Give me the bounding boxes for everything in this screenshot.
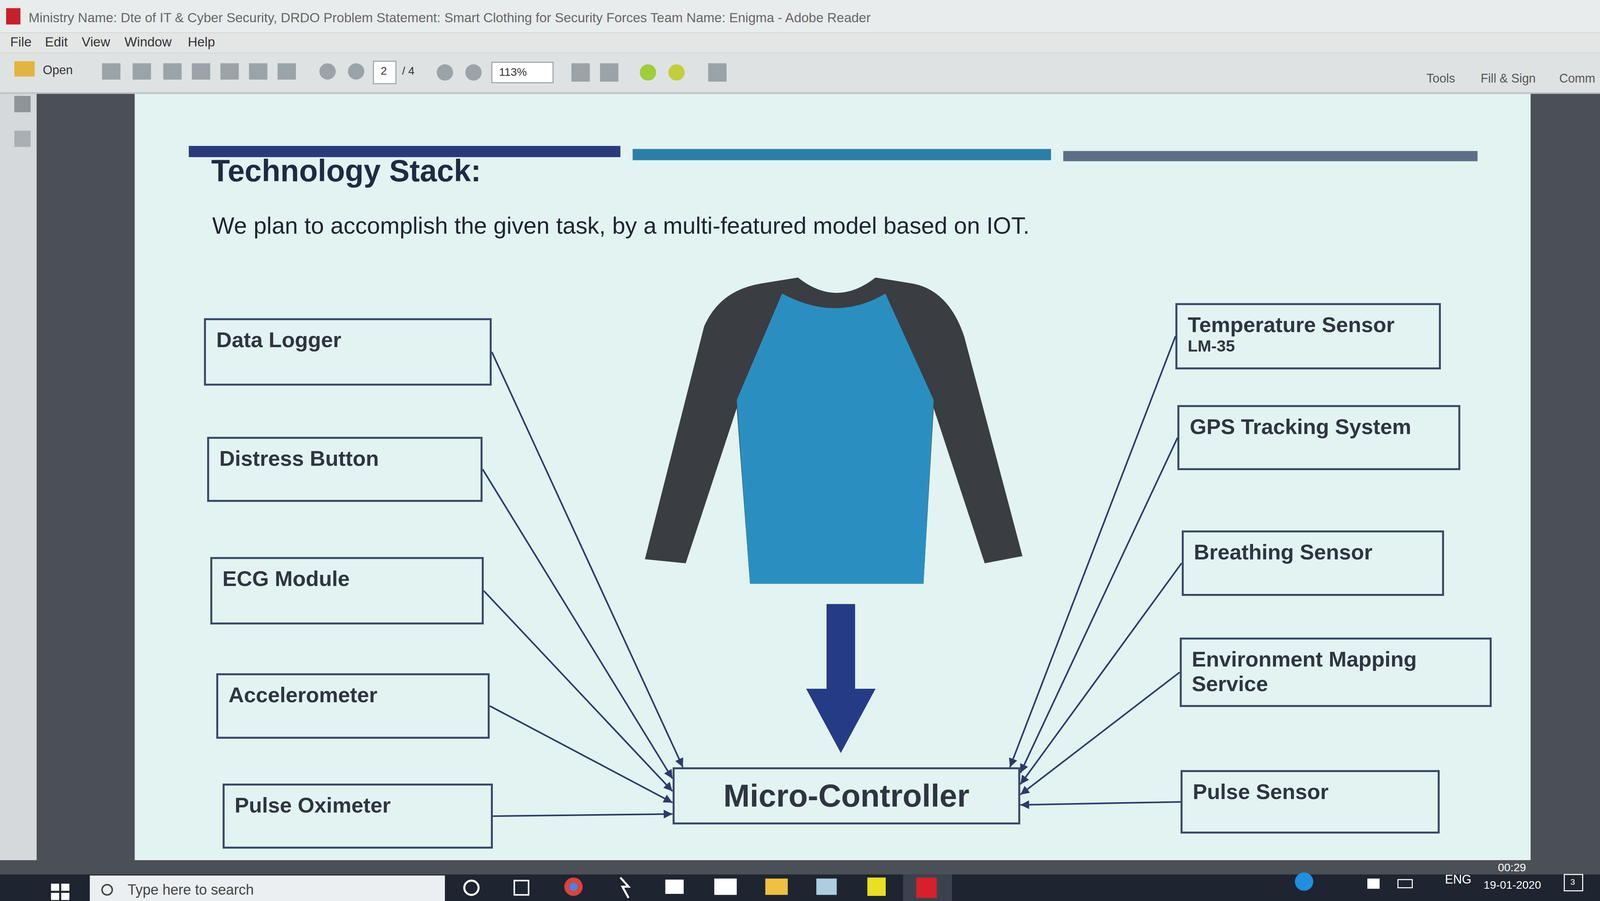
taskbar: [0, 874, 1600, 901]
folder-icon: [14, 61, 35, 77]
component-box: Temperature SensorLM-35: [1175, 303, 1441, 370]
notification-count: 3: [1570, 877, 1575, 887]
toolbar-tab: Comm: [1559, 71, 1596, 86]
box-label: Micro-Controller: [723, 777, 970, 815]
box-label: Accelerometer: [228, 682, 478, 708]
toolbar-tab: Fill & Sign: [1480, 71, 1536, 86]
component-box: Distress Button: [207, 436, 483, 503]
component-box: Data Logger: [203, 318, 492, 386]
search-placeholder: Type here to search: [127, 881, 254, 899]
toolbar-icons: [101, 63, 727, 82]
component-box: Accelerometer: [216, 673, 490, 739]
menu-item: View: [81, 34, 111, 50]
component-box: ECG Module: [210, 557, 484, 625]
box-label: Temperature Sensor: [1187, 312, 1429, 337]
down-arrow: [805, 604, 876, 754]
menu-item: File: [10, 34, 32, 50]
menu-item: Help: [187, 34, 216, 50]
clock-date: 19-01-2020: [1483, 878, 1542, 892]
component-box: Pulse Oximeter: [222, 783, 493, 850]
connector-arrow: [482, 469, 673, 779]
box-label: Pulse Oximeter: [234, 792, 481, 818]
slide-title: Technology Stack:: [211, 153, 481, 189]
box-label: Distress Button: [219, 446, 471, 471]
app-icon: [5, 8, 21, 25]
controller-box: Micro-Controller: [672, 767, 1021, 825]
shirt-illustration: [644, 277, 1023, 585]
title-bar: [0, 0, 1600, 33]
box-label: Breathing Sensor: [1193, 539, 1432, 565]
toolbar-tab: Tools: [1426, 71, 1456, 86]
component-box: GPS Tracking System: [1177, 405, 1460, 471]
box-label: GPS Tracking System: [1189, 414, 1449, 439]
component-box: Environment Mapping Service: [1179, 637, 1493, 708]
toolbar-button: Open: [42, 63, 73, 77]
slide-background: [134, 94, 1531, 861]
start-button: [51, 883, 70, 900]
connector-arrow: [1009, 336, 1176, 768]
language-indicator: ENG: [1444, 872, 1472, 887]
connector-arrow: [492, 814, 673, 817]
connector-arrow: [483, 590, 673, 792]
connector-arrow: [489, 705, 673, 803]
search-box: [89, 875, 445, 901]
slide-subtitle: We plan to accomplish the given task, by…: [212, 212, 1030, 240]
zoom-level: 113%: [498, 65, 527, 79]
connector-arrow: [1020, 437, 1178, 774]
menu-item: Window: [124, 34, 172, 50]
clock-time: 00:29: [1498, 861, 1527, 875]
header-bar: [1063, 151, 1478, 162]
page-number: 2: [380, 64, 387, 78]
box-label: Data Logger: [216, 327, 480, 352]
menu-item: Edit: [44, 34, 68, 50]
header-bar: [632, 148, 1051, 160]
side-panel: [0, 94, 37, 875]
page-count: / 4: [401, 64, 415, 78]
box-label: Pulse Sensor: [1192, 779, 1428, 804]
window-title: Ministry Name: Dte of IT & Cyber Securit…: [28, 10, 871, 26]
connector-arrow: [491, 351, 683, 768]
box-label: Environment Mapping Service: [1191, 646, 1480, 697]
menu-bar: [0, 32, 1600, 53]
connector-arrow: [1020, 672, 1180, 795]
component-box: Breathing Sensor: [1181, 530, 1445, 597]
component-box: Pulse Sensor: [1180, 770, 1440, 834]
box-label: ECG Module: [222, 566, 472, 591]
toolbar: [0, 53, 1600, 95]
model-number: LM-35: [1187, 336, 1429, 356]
connector-arrow: [1020, 801, 1181, 806]
connector-arrow: [1020, 563, 1182, 785]
